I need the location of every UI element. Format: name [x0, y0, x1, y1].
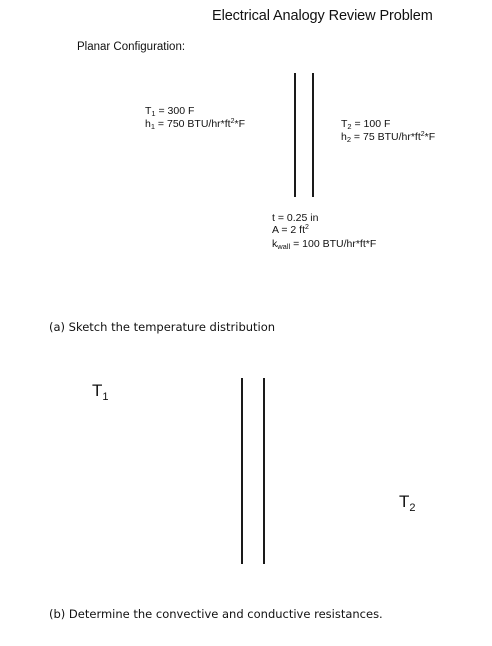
question-b: (b) Determine the convective and conduct…	[49, 607, 383, 621]
sketch-t1-label: T1	[92, 381, 109, 403]
wall-right-face-top	[312, 73, 314, 197]
question-a: (a) Sketch the temperature distribution	[49, 320, 276, 334]
left-convection-coefficient: h1 = 750 BTU/hr*ft2*F	[145, 118, 245, 131]
sketch-t2-label: T2	[399, 492, 416, 514]
wall-area: A = 2 ft2	[272, 224, 309, 236]
wall-conductivity: kwall = 100 BTU/hr*ft*F	[272, 238, 377, 251]
right-temperature: T2 = 100 F	[341, 118, 391, 131]
wall-left-face-sketch	[241, 378, 243, 564]
section-subtitle: Planar Configuration:	[77, 41, 186, 53]
left-fluid-conditions: T1 = 300 F h1 = 750 BTU/hr*ft2*F	[145, 105, 245, 132]
wall-left-face-top	[294, 73, 296, 197]
wall-properties: t = 0.25 in A = 2 ft2 kwall = 100 BTU/hr…	[272, 212, 376, 251]
page-title: Electrical Analogy Review Problem	[212, 8, 433, 24]
right-convection-coefficient: h2 = 75 BTU/hr*ft2*F	[341, 131, 436, 144]
wall-thickness: t = 0.25 in	[272, 212, 319, 224]
left-temperature: T1 = 300 F	[145, 105, 195, 118]
wall-right-face-sketch	[263, 378, 265, 564]
right-fluid-conditions: T2 = 100 F h2 = 75 BTU/hr*ft2*F	[341, 118, 435, 145]
